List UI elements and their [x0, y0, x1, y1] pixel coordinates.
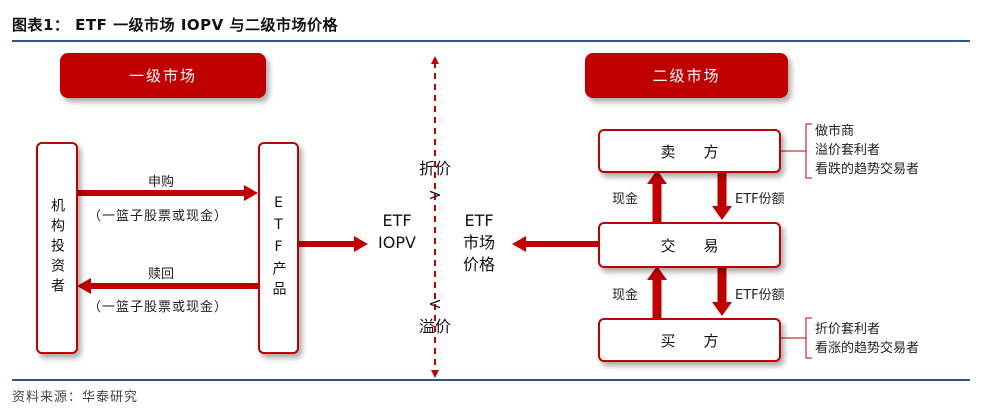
sell-label: 卖方	[660, 142, 747, 161]
iopv-line1: ETF	[382, 211, 412, 230]
discount-symbol: >	[428, 185, 442, 204]
institution-box: 机构投资者	[36, 142, 78, 354]
seller-notes: 做市商 溢价套利者 看跌的趋势交易者	[815, 122, 919, 179]
top-rule	[12, 40, 970, 42]
price-line3: 价格	[462, 255, 495, 274]
sell-box: 卖方	[598, 129, 781, 173]
seller-note-2: 溢价套利者	[815, 143, 881, 158]
premium-label: 溢价	[418, 317, 451, 336]
seller-notes-bracket	[805, 123, 812, 179]
premium-symbol: <	[428, 294, 442, 313]
trade-label: 交易	[660, 236, 747, 255]
redeem-note: （一篮子股票或现金）	[88, 300, 229, 315]
subscribe-label: 申购	[148, 175, 175, 190]
etf-share-label-bottom: ETF份额	[735, 288, 785, 303]
seller-note-3: 看跌的趋势交易者	[815, 162, 920, 177]
buy-box: 买方	[598, 318, 781, 362]
redeem-label: 赎回	[148, 267, 175, 282]
subscribe-note: （一篮子股票或现金）	[88, 209, 229, 224]
buyer-note-2: 看涨的趋势交易者	[815, 341, 920, 356]
institution-label: 机构投资者	[49, 198, 65, 298]
buyer-notes: 折价套利者 看涨的趋势交易者	[815, 320, 919, 358]
price-line1: ETF	[464, 211, 494, 230]
bottom-rule	[12, 379, 970, 381]
etf-share-label-top: ETF份额	[735, 192, 785, 207]
buyer-note-1: 折价套利者	[815, 322, 881, 337]
market-price-label: ETF 市场 价格	[456, 210, 502, 276]
figure-title: 图表1： ETF 一级市场 IOPV 与二级市场价格	[12, 16, 338, 34]
primary-market-banner: 一级市场	[60, 53, 266, 98]
iopv-line2: IOPV	[378, 233, 416, 252]
trade-box: 交易	[598, 222, 781, 268]
buyer-notes-bracket	[805, 317, 812, 359]
cash-label-bottom: 现金	[612, 288, 639, 303]
discount-label: 折价	[418, 159, 451, 178]
cash-label-top: 现金	[612, 192, 639, 207]
etf-product-box: ETF产品	[258, 142, 299, 354]
price-line2: 市场	[462, 233, 495, 252]
source-note: 资料来源：华泰研究	[12, 390, 139, 405]
etf-product-label: ETF产品	[270, 195, 287, 301]
secondary-market-banner: 二级市场	[585, 53, 788, 98]
iopv-label: ETF IOPV	[370, 210, 424, 254]
seller-note-1: 做市商	[815, 124, 855, 139]
buy-label: 买方	[660, 331, 747, 350]
